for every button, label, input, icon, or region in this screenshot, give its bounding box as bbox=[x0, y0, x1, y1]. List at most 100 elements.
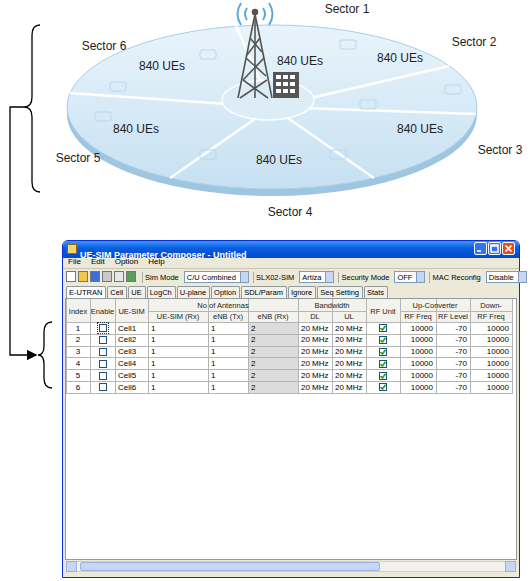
sector-label: Sector 5 bbox=[56, 151, 101, 165]
table-cell: 1 bbox=[151, 359, 155, 369]
combo-arrow bbox=[518, 272, 526, 282]
tab-label: Cell bbox=[110, 288, 123, 297]
table-cell: 20 MHz bbox=[301, 335, 329, 345]
row-index: 1 bbox=[76, 324, 80, 334]
menu-item: Edit bbox=[91, 257, 105, 267]
window-button bbox=[488, 242, 501, 255]
checkbox bbox=[99, 336, 107, 344]
table-cell: Cell4 bbox=[118, 359, 136, 369]
column-header: UL bbox=[344, 312, 354, 321]
sector-label: Sector 1 bbox=[325, 2, 370, 16]
toolbar-separator bbox=[142, 272, 143, 283]
grid-line bbox=[66, 334, 512, 335]
checkbox-checked bbox=[379, 372, 387, 380]
checkbox-checked bbox=[379, 383, 387, 391]
table-cell: 1 bbox=[151, 383, 155, 393]
combo-value: Artiza bbox=[302, 273, 321, 282]
tab-label: Ignore bbox=[291, 288, 312, 297]
combo-value: OFF bbox=[397, 273, 412, 282]
table-cell: Cell5 bbox=[118, 371, 136, 381]
table-cell: -70 bbox=[455, 324, 467, 334]
table-cell: -70 bbox=[455, 383, 467, 393]
column-header: eNB (Rx) bbox=[258, 312, 289, 321]
combo-arrow bbox=[416, 272, 424, 282]
menu-item: Help bbox=[148, 257, 164, 267]
table-cell: 2 bbox=[251, 347, 255, 357]
table-cell: 20 MHz bbox=[335, 359, 363, 369]
table-cell: 1 bbox=[211, 324, 215, 334]
grid-line bbox=[512, 299, 513, 394]
tab-label: E-UTRAN bbox=[69, 288, 102, 297]
column-header: UE-SIM (Rx) bbox=[157, 312, 200, 321]
ue-icons bbox=[95, 40, 461, 159]
ue-count: 840 UEs bbox=[139, 59, 185, 73]
curly-brace bbox=[24, 25, 40, 192]
checkbox bbox=[99, 348, 107, 356]
window-button bbox=[502, 242, 515, 255]
table-cell: 10000 bbox=[487, 324, 509, 334]
column-header: UE-SIM bbox=[118, 307, 144, 316]
combo-arrow bbox=[325, 272, 333, 282]
tab-label: LogCh bbox=[150, 288, 172, 297]
menu-item: Option bbox=[115, 257, 139, 267]
table-cell: 1 bbox=[211, 335, 215, 345]
scroll-button bbox=[505, 561, 516, 572]
column-header: Bandwidth bbox=[314, 301, 349, 310]
grid-line bbox=[66, 369, 512, 370]
disk-top bbox=[67, 25, 477, 189]
ue-count: 840 UEs bbox=[256, 153, 302, 167]
column-header: No of Antennas bbox=[197, 301, 248, 310]
ue-count: 840 UEs bbox=[397, 122, 443, 136]
toolbar-icon bbox=[102, 271, 112, 282]
table-cell: 1 bbox=[151, 335, 155, 345]
column-header: RF Freq bbox=[477, 312, 505, 321]
table-cell: 10000 bbox=[411, 335, 433, 345]
table-cell: 1 bbox=[151, 347, 155, 357]
table-cell: 20 MHz bbox=[301, 324, 329, 334]
table-cell: -70 bbox=[455, 359, 467, 369]
table-cell: Cell2 bbox=[118, 335, 136, 345]
combo-value: Disable bbox=[489, 273, 514, 282]
grid-line bbox=[66, 346, 512, 347]
grid-line bbox=[66, 381, 512, 382]
sector-label: Sector 6 bbox=[82, 39, 127, 53]
checkbox bbox=[99, 383, 107, 391]
table-cell: 20 MHz bbox=[301, 347, 329, 357]
toolbar-label: SLX02-SIM bbox=[256, 273, 294, 282]
table-cell: -70 bbox=[455, 371, 467, 381]
table-cell: 1 bbox=[151, 371, 155, 381]
tab-label: SDL/Param bbox=[244, 288, 283, 297]
table-cell: 2 bbox=[251, 335, 255, 345]
table-cell: 10000 bbox=[487, 371, 509, 381]
table-cell: 10000 bbox=[411, 371, 433, 381]
table-cell: 2 bbox=[251, 383, 255, 393]
table-cell: 1 bbox=[211, 371, 215, 381]
tab-label: Seq Setting bbox=[320, 288, 359, 297]
table-cell: 20 MHz bbox=[301, 359, 329, 369]
toolbar-icon bbox=[90, 271, 100, 282]
grid-line bbox=[66, 322, 512, 323]
table-cell: Cell6 bbox=[118, 383, 136, 393]
ue-count: 840 UEs bbox=[377, 51, 423, 65]
menu-separator bbox=[63, 268, 519, 269]
table-cell: Cell1 bbox=[118, 324, 136, 334]
column-header: DL bbox=[310, 312, 320, 321]
table-cell: 20 MHz bbox=[301, 383, 329, 393]
menu-item: File bbox=[68, 257, 81, 267]
ue-count: 840 UEs bbox=[113, 122, 159, 136]
checkbox-checked bbox=[379, 360, 387, 368]
column-header: Down- bbox=[480, 301, 502, 310]
toolbar-separator bbox=[338, 272, 339, 283]
column-header: Index bbox=[69, 307, 87, 316]
column-header: RF Unit bbox=[370, 307, 395, 316]
toolbar-icon bbox=[66, 271, 76, 282]
table-cell: 10000 bbox=[487, 383, 509, 393]
table-cell: 1 bbox=[151, 324, 155, 334]
hub bbox=[222, 80, 314, 120]
grid-line bbox=[148, 311, 298, 312]
column-header: Up-Converter bbox=[412, 301, 457, 310]
tab-label: UE bbox=[131, 288, 141, 297]
toolbar-label: Security Mode bbox=[341, 273, 389, 282]
row-index: 5 bbox=[76, 371, 80, 381]
table-cell: Cell3 bbox=[118, 347, 136, 357]
